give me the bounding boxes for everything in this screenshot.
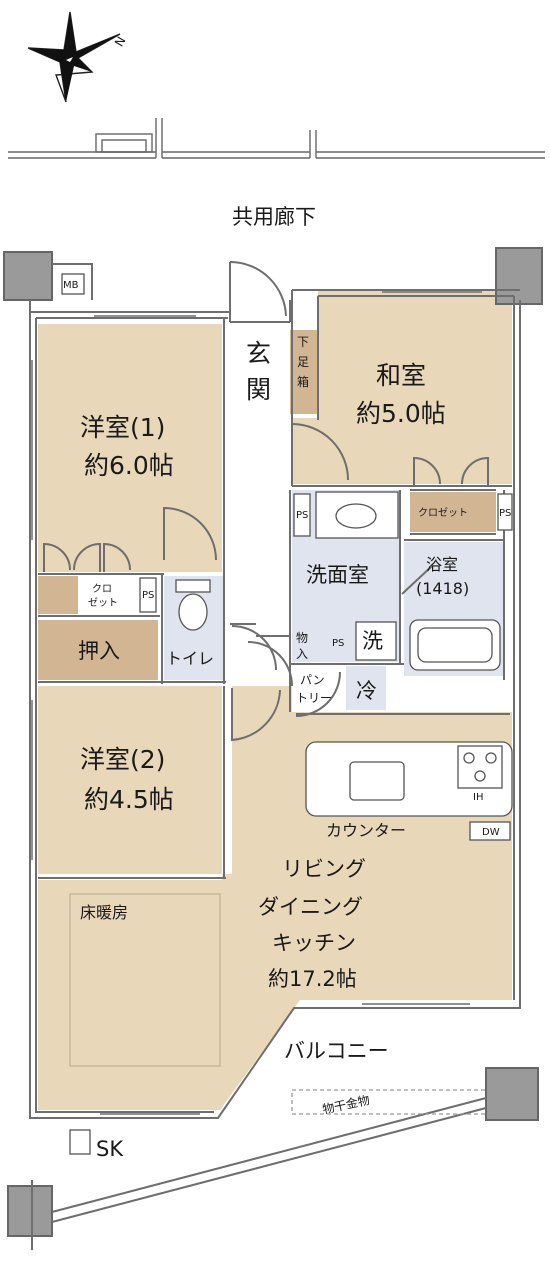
- corridor-wall: [8, 118, 545, 159]
- toilet-tank-icon: [175, 579, 211, 593]
- windows: [31, 291, 482, 1115]
- closet-small-label-2: ゼット: [88, 597, 118, 609]
- storage-label-2: 入: [296, 647, 308, 661]
- pillar-bottom-right: [485, 1067, 539, 1121]
- room-western1: [38, 324, 222, 572]
- shoebox-label-1: 下: [297, 335, 309, 349]
- oshiire-area: [38, 620, 158, 680]
- ldk-line3: キッチン: [272, 931, 356, 955]
- shoebox-label-3: 箱: [297, 374, 309, 389]
- entrance-label-1: 玄: [246, 339, 271, 368]
- drying-label: 物干金物: [321, 1092, 371, 1117]
- meter-box: [61, 273, 85, 295]
- fridge-area: [346, 666, 386, 710]
- japanese-name: 和室: [376, 361, 426, 390]
- ldk-line1: リビング: [282, 857, 366, 881]
- storage-label-1: 物: [296, 631, 308, 645]
- room-japanese: [292, 290, 512, 484]
- washer-label: 洗: [362, 629, 383, 653]
- ps-box-japanese: [497, 493, 513, 531]
- closet-small-label-1: クロ: [92, 583, 112, 595]
- mb-label: MB: [63, 280, 79, 291]
- shoebox-label-2: 足: [297, 355, 309, 369]
- closet-western1: [38, 576, 78, 614]
- bath-label-1: 浴室: [426, 555, 458, 574]
- pillar-bottom-left: [7, 1185, 53, 1237]
- ldk-size: 約17.2帖: [268, 967, 357, 991]
- compass-star-dark-icon: [28, 12, 120, 102]
- western2-size: 約4.5帖: [84, 785, 174, 814]
- bath-label-2: (1418): [416, 579, 469, 598]
- pillar-top-left: [3, 251, 53, 301]
- cooktop-icon: [457, 745, 503, 789]
- floor-heating-area: [69, 893, 221, 1067]
- ps-label-misc: PS: [332, 638, 344, 649]
- drying-hardware: [291, 1089, 493, 1115]
- floor-heating-label: 床暖房: [80, 903, 128, 922]
- ps-label-western1: PS: [142, 590, 154, 601]
- balcony-label: バルコニー: [284, 1039, 389, 1063]
- dishwasher: [469, 821, 511, 841]
- ps-box-washroom: [293, 493, 311, 537]
- counter-label: カウンター: [326, 821, 406, 840]
- fridge-label: 冷: [356, 679, 377, 703]
- western1-name: 洋室(1): [80, 413, 165, 442]
- north-label: N: [112, 34, 129, 49]
- washroom-label: 洗面室: [306, 563, 369, 587]
- kitchen-sink-icon: [349, 761, 405, 801]
- compass: N: [27, 11, 129, 103]
- room-western2: [38, 686, 222, 874]
- ldk-line2: ダイニング: [258, 895, 363, 919]
- slop-sink-icon: [69, 1129, 91, 1155]
- western2-name: 洋室(2): [80, 745, 165, 774]
- sk-label: SK: [96, 1137, 124, 1161]
- pantry-label-2: トリー: [296, 691, 332, 705]
- western1-size: 約6.0帖: [84, 451, 174, 480]
- pantry-label-1: パン: [300, 673, 325, 687]
- shoebox: [290, 330, 318, 414]
- toilet-bowl-icon: [178, 593, 208, 631]
- oshiire-label: 押入: [78, 639, 120, 663]
- closet-japanese: [410, 492, 496, 532]
- washer-icon: [355, 621, 397, 661]
- corridor-label: 共用廊下: [232, 205, 316, 229]
- ps-label-washroom: PS: [296, 510, 308, 521]
- closet-label: クロゼット: [418, 507, 468, 519]
- walls: [3, 247, 543, 1250]
- japanese-size: 約5.0帖: [356, 399, 446, 428]
- ps-box-western1: [139, 577, 157, 613]
- ih-label: IH: [473, 792, 483, 803]
- entrance-label-2: 関: [246, 375, 271, 404]
- fixtures: [61, 273, 513, 1155]
- sink-icon: [335, 503, 377, 529]
- toilet-label: トイレ: [166, 649, 214, 668]
- dw-label: DW: [482, 827, 500, 838]
- ps-label-japanese: PS: [499, 508, 511, 519]
- hallway: [230, 322, 290, 686]
